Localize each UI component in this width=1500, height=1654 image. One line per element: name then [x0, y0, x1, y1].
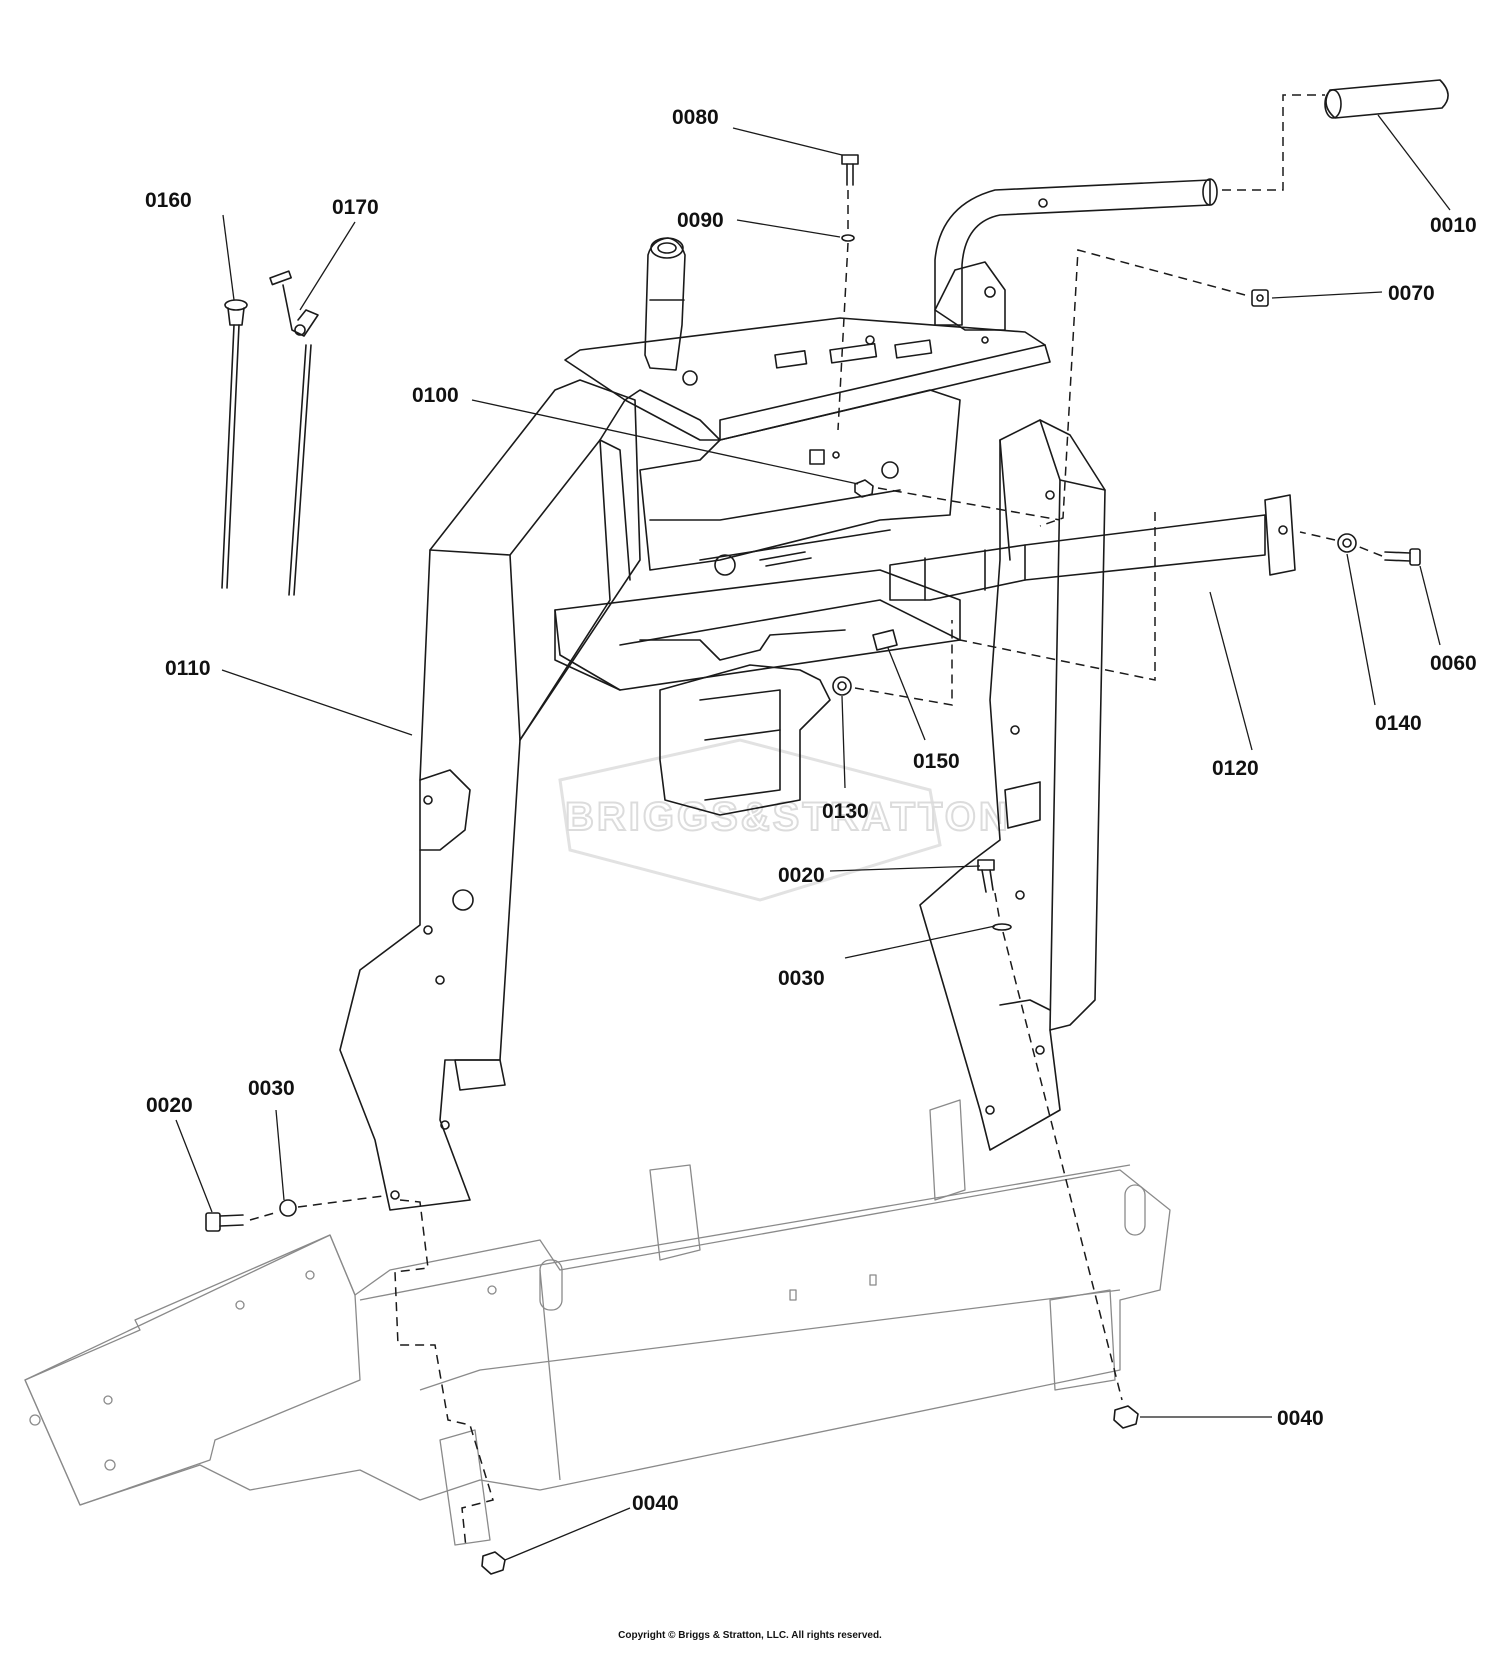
callout-0010: 0010 [1430, 214, 1477, 237]
assembly-lines [249, 94, 1383, 1549]
bolt-0020-left [205, 1212, 244, 1232]
clip-nut-0070 [1251, 289, 1269, 307]
bolt-0020-right [977, 859, 995, 893]
callout-0020-left: 0020 [146, 1094, 193, 1117]
dipstick-0160 [221, 299, 248, 589]
watermark-text: BRIGGS&STRATTON [565, 795, 1011, 839]
washer-0140 [1337, 533, 1357, 553]
callout-0060: 0060 [1430, 652, 1477, 675]
clip-0150 [872, 629, 898, 651]
nut-0100 [854, 479, 874, 498]
callout-0070: 0070 [1388, 282, 1435, 305]
lower-chassis-frame [24, 1099, 1171, 1546]
callout-0110: 0110 [165, 657, 211, 680]
callout-0150: 0150 [913, 750, 960, 773]
callout-0040-right: 0040 [1277, 1407, 1324, 1430]
bolt-0080 [841, 154, 859, 186]
callout-0120: 0120 [1212, 757, 1259, 780]
callout-0170: 0170 [332, 196, 379, 219]
briggs-stratton-watermark: BRIGGS&STRATTON [558, 738, 1011, 902]
nut-0040-right [1113, 1405, 1139, 1429]
washer-0030-right [992, 923, 1012, 931]
nut-0130 [832, 676, 852, 696]
dipstick-0170 [269, 270, 319, 596]
nut-0040-left [481, 1551, 506, 1575]
callout-0130: 0130 [822, 800, 869, 823]
washer-0030-left [279, 1199, 297, 1217]
leader-lines [175, 114, 1451, 1561]
handle-grip-0010 [1324, 79, 1449, 119]
copyright-notice: Copyright © Briggs & Stratton, LLC. All … [618, 1630, 882, 1641]
bolt-0060 [1384, 548, 1421, 566]
callout-0020-right: 0020 [778, 864, 825, 887]
nut-0130-hole [837, 681, 847, 691]
washer-0090 [841, 234, 855, 242]
callout-0100: 0100 [412, 384, 459, 407]
main-frame-weldment [339, 178, 1218, 1211]
crossbar-0120 [889, 494, 1296, 601]
callout-0030-right: 0030 [778, 967, 825, 990]
callout-0090: 0090 [677, 209, 724, 232]
callout-labels: 0010 0020 0020 0030 0030 0040 0040 0060 … [145, 106, 1477, 1515]
washer-0140-hole [1342, 538, 1352, 548]
callout-0080: 0080 [672, 106, 719, 129]
callout-0140: 0140 [1375, 712, 1422, 735]
callout-0160: 0160 [145, 189, 192, 212]
callout-0030-left: 0030 [248, 1077, 295, 1100]
callout-0040-left: 0040 [632, 1492, 679, 1515]
